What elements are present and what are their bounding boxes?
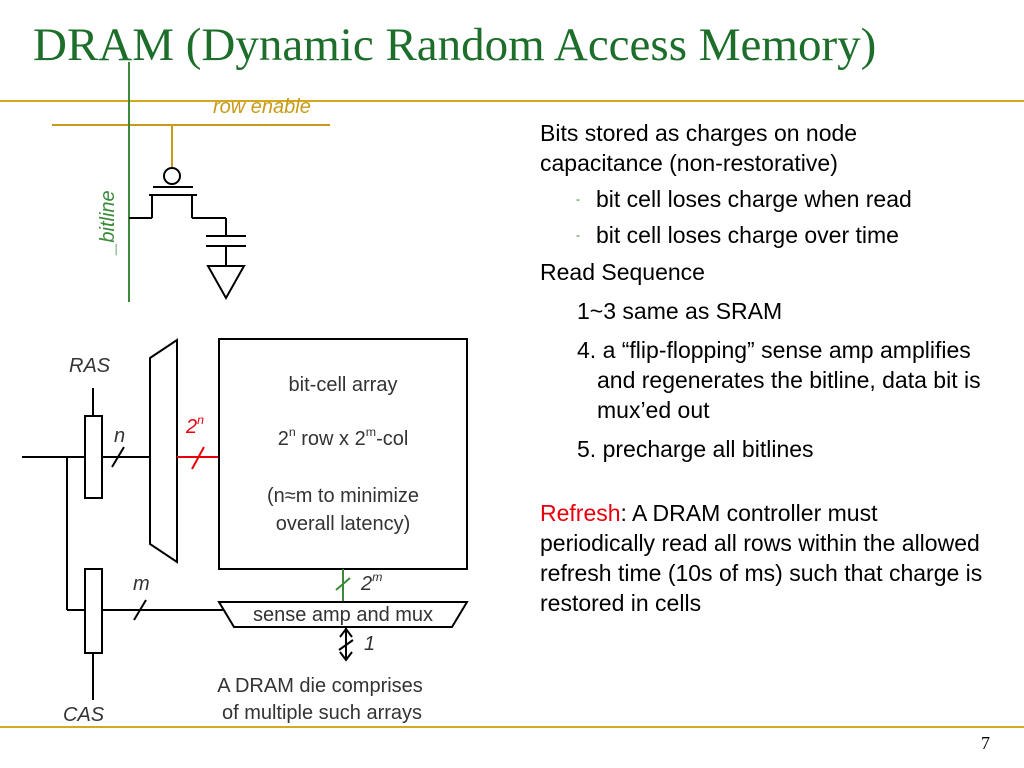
sense-amp-label: sense amp and mux [252, 604, 434, 626]
footer-divider [0, 726, 1024, 728]
dash-bullet-icon: - [576, 228, 580, 242]
array-title: bit-cell array [288, 374, 398, 396]
column-address-latch [84, 568, 103, 654]
intro-line2: capacitance (non-restorative) [540, 150, 838, 176]
array-dimensions: 2n row x 2m-col [277, 425, 409, 450]
ground-symbol [206, 265, 246, 301]
refresh-paragraph: Refresh: A DRAM controller must periodic… [540, 500, 983, 616]
cas-label: CAS [63, 704, 105, 726]
intro-line1: Bits stored as charges on node [540, 120, 858, 146]
slide-title: DRAM (Dynamic Random Access Memory) [33, 19, 877, 71]
title-divider [0, 100, 1024, 102]
read-sequence-heading: Read Sequence [540, 259, 705, 285]
bitline-label: _bitline [97, 190, 119, 254]
row-enable-label: row enable [213, 96, 311, 118]
bit-cell-array: bit-cell array 2n row x 2m-col (n≈m to m… [219, 339, 467, 569]
read-step: 1~3 same as SRAM [577, 298, 783, 324]
ras-label: RAS [69, 355, 111, 377]
row-decoder [149, 338, 178, 564]
bullet-item: -bit cell loses charge over time [576, 222, 899, 248]
array-note-line2: overall latency) [275, 513, 411, 535]
dram-circuit-diagram [22, 62, 469, 700]
read-step: 4. a “flip-flopping” sense amp amplifies… [577, 337, 981, 423]
bullet-item: -bit cell loses charge when read [576, 186, 912, 212]
row-address-bits-label: n [114, 425, 126, 447]
read-step: 5. precharge all bitlines [577, 436, 814, 462]
data-out-width-label: 1 [364, 633, 376, 655]
dash-bullet-icon: - [576, 192, 580, 206]
access-transistor-symbol [129, 167, 227, 236]
die-note-line2: of multiple such arrays [221, 702, 423, 724]
row-address-latch [84, 415, 103, 499]
die-note-line1: A DRAM die comprises [217, 675, 423, 697]
column-address-bits-label: m [133, 573, 150, 595]
wordline-count-label: 2n [186, 413, 205, 438]
page-number: 7 [981, 733, 990, 753]
bitline-count-label: 2m [361, 570, 383, 595]
refresh-keyword: Refresh [540, 500, 621, 526]
storage-capacitor-symbol [206, 235, 246, 266]
array-note-line1: (n≈m to minimize [266, 485, 420, 507]
sense-amp-mux [217, 601, 469, 628]
slide-body-text: Bits stored as charges on node capacitan… [540, 118, 1010, 618]
